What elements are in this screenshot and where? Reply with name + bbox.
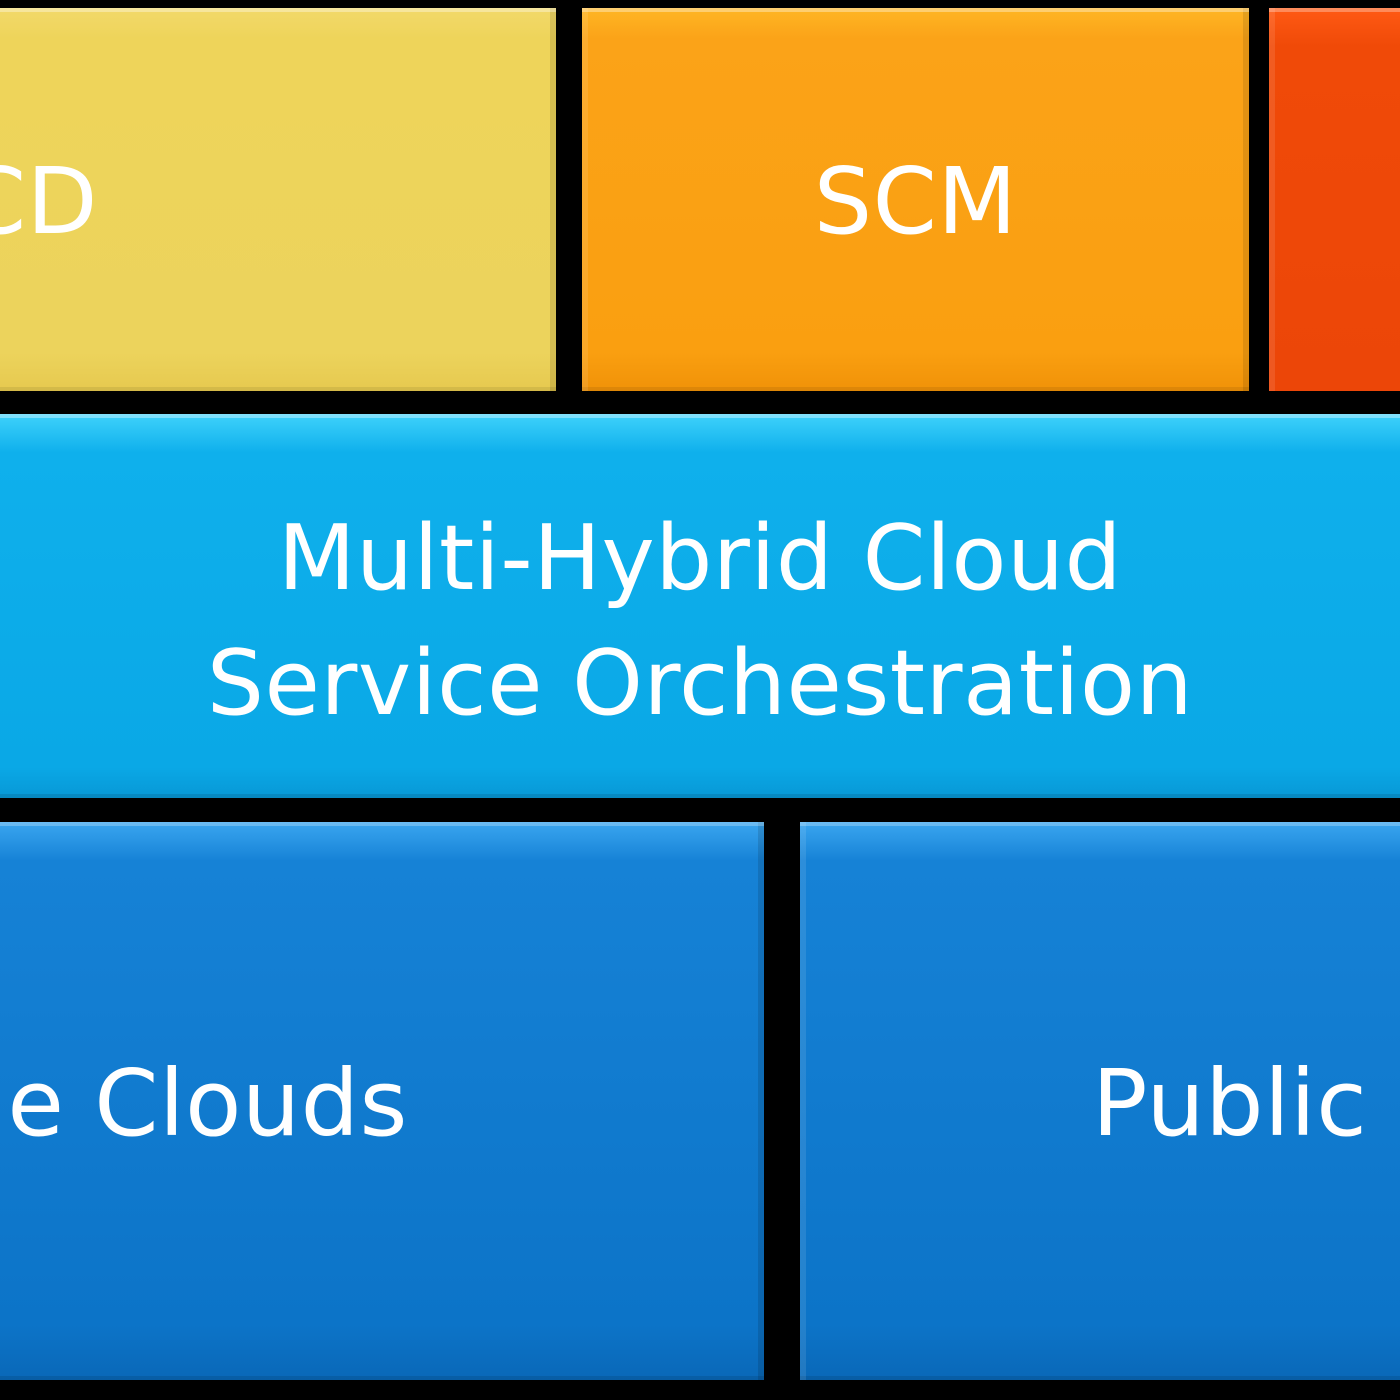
orchestration-line-2: Service Orchestration (206, 631, 1194, 736)
orchestration-line-1: Multi-Hybrid Cloud (277, 506, 1123, 611)
scm-label: SCM (813, 148, 1018, 255)
orchestration-bar: Multi-Hybrid Cloud Service Orchestration (0, 414, 1400, 798)
public-cloud-block: Public (800, 822, 1400, 1380)
orchestration-label: Multi-Hybrid Cloud Service Orchestration (0, 496, 1400, 746)
scm-block: SCM (582, 8, 1249, 391)
private-clouds-label: e Clouds (7, 1050, 408, 1157)
cd-label: CD (0, 148, 98, 255)
cd-block: CD (0, 8, 556, 391)
public-cloud-label: Public (1092, 1050, 1368, 1157)
red-block (1269, 8, 1400, 391)
private-clouds-block: e Clouds (0, 822, 764, 1380)
